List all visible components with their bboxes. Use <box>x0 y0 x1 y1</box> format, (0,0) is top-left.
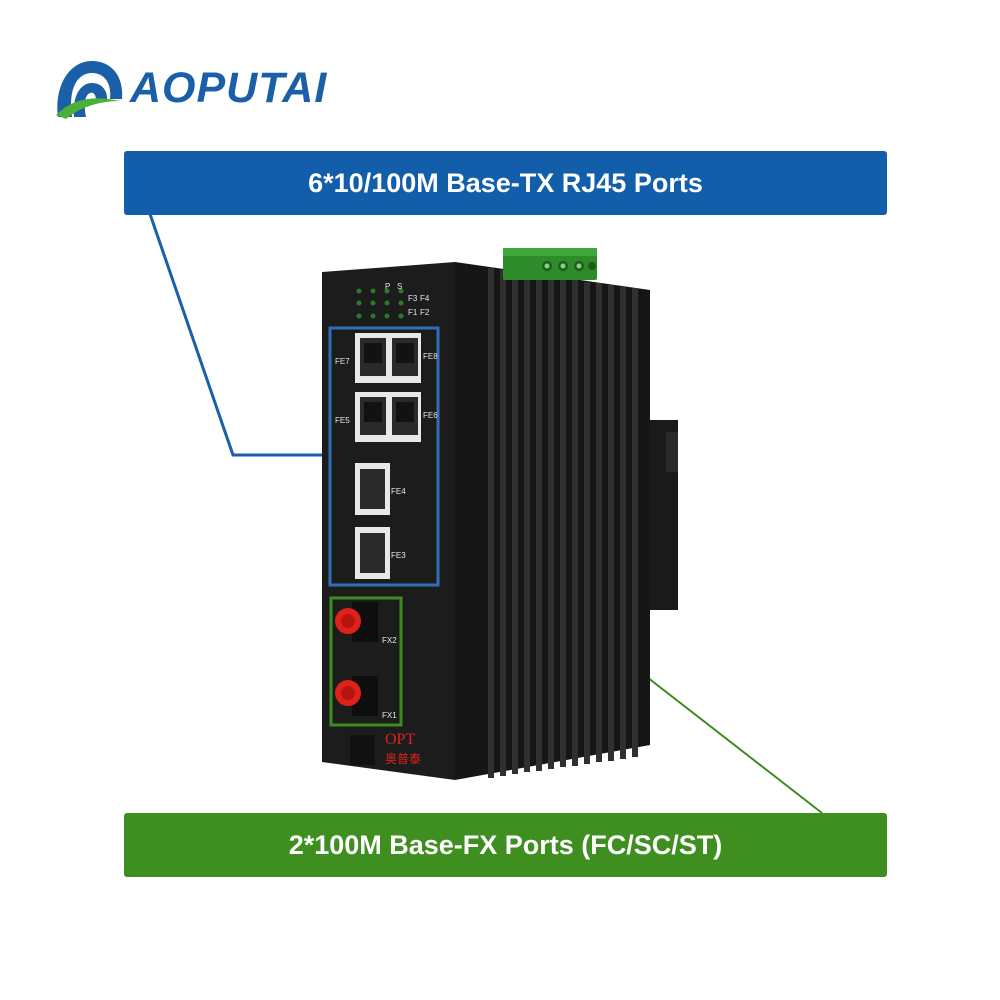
led-label-p: P <box>385 282 391 291</box>
brand-chinese: 奥普泰 <box>385 752 422 766</box>
port-label-fe4: FE4 <box>391 487 406 496</box>
led-label-s: S <box>397 282 403 291</box>
power-terminal-block <box>503 248 597 280</box>
port-label-fe3: FE3 <box>391 551 406 560</box>
port-label-fe5: FE5 <box>335 416 350 425</box>
rj45-ports-banner: 6*10/100M Base-TX RJ45 Ports <box>124 151 887 215</box>
fiber-highlight-box <box>329 596 403 727</box>
front-panel <box>322 262 455 780</box>
rj45-ports <box>355 333 421 579</box>
rj45-highlight-box <box>328 326 440 587</box>
fiber-ports <box>335 602 378 716</box>
brand-mark: OPT <box>385 731 416 748</box>
rj45-callout-line <box>148 213 330 457</box>
aoputai-logo: AOPUTAI <box>52 55 372 125</box>
fiber-ports-banner: 2*100M Base-FX Ports (FC/SC/ST) <box>124 813 887 877</box>
port-label-fe6: FE6 <box>423 411 438 420</box>
led-label-f3: F3 <box>408 294 418 303</box>
led-label-f2: F2 <box>420 308 430 317</box>
aoputai-emblem-icon <box>56 61 123 119</box>
logo-text: AOPUTAI <box>130 64 328 112</box>
fiber-label-fx1: FX1 <box>382 711 397 720</box>
heatsink-fins <box>488 268 638 778</box>
led-label-f4: F4 <box>420 294 430 303</box>
port-label-fe7: FE7 <box>335 357 350 366</box>
port-label-fe8: FE8 <box>423 352 438 361</box>
led-label-f1: F1 <box>408 308 418 317</box>
fiber-label-fx2: FX2 <box>382 636 397 645</box>
status-leds <box>356 288 404 319</box>
